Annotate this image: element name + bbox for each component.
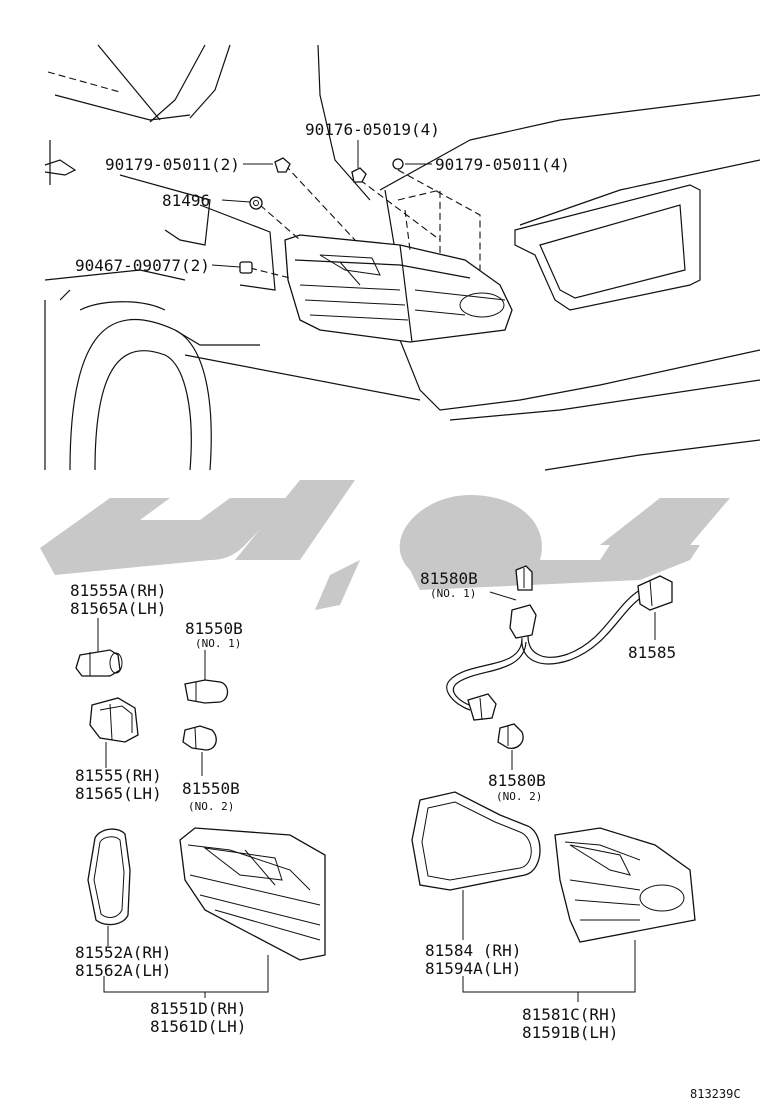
callout-lamp-inner-lh: 81591B(LH) bbox=[522, 1023, 618, 1042]
gasket-b-icon bbox=[411, 791, 541, 891]
callout-clip-81496: 81496 bbox=[162, 191, 210, 210]
callout-socket-a-lh: 81565A(LH) bbox=[70, 599, 166, 618]
nut-right-icon bbox=[392, 158, 404, 170]
callout-socket-a-rh: 81555A(RH) bbox=[70, 581, 166, 600]
tail-lamp-installed bbox=[284, 234, 513, 343]
callout-bulb-no2: 81550B bbox=[182, 779, 240, 798]
callout-lamp-outer-rh: 81551D(RH) bbox=[150, 999, 246, 1018]
nut-upper-icon bbox=[351, 167, 367, 183]
callout-wire-bulb-no2: 81580B bbox=[488, 771, 546, 790]
bulb-no2-icon bbox=[182, 725, 217, 751]
nut-left-icon bbox=[274, 157, 291, 173]
lamp-outer-icon bbox=[179, 827, 326, 961]
callout-wire-bulb-no1-note: (NO. 1) bbox=[430, 587, 476, 600]
clip-81496-icon bbox=[249, 196, 263, 210]
callout-nut-left: 90179-05011(2) bbox=[105, 155, 240, 174]
wire-harness-icon bbox=[446, 575, 673, 721]
callout-gasket-a-lh: 81562A(LH) bbox=[75, 961, 171, 980]
callout-gasket-b-lh: 81594A(LH) bbox=[425, 959, 521, 978]
callout-bulb-no2-note: (NO. 2) bbox=[188, 800, 234, 813]
leader-lines-top bbox=[249, 164, 481, 279]
watermark-logo bbox=[40, 480, 730, 610]
socket-a-icon bbox=[75, 649, 123, 677]
callout-clip-lower: 90467-09077(2) bbox=[75, 256, 210, 275]
callout-wire-bulb-no1: 81580B bbox=[420, 569, 478, 588]
wire-bulb-no1-icon bbox=[515, 565, 533, 591]
callout-wire-bulb-no2-note: (NO. 2) bbox=[496, 790, 542, 803]
callout-wire-harness: 81585 bbox=[628, 643, 676, 662]
callout-lamp-outer-lh: 81561D(LH) bbox=[150, 1017, 246, 1036]
callout-nut-upper: 90176-05019(4) bbox=[305, 120, 440, 139]
callout-gasket-a-rh: 81552A(RH) bbox=[75, 943, 171, 962]
callout-nut-right: 90179-05011(4) bbox=[435, 155, 570, 174]
callout-socket-lh: 81565(LH) bbox=[75, 784, 162, 803]
lamp-inner-icon bbox=[554, 827, 696, 943]
callout-socket-rh: 81555(RH) bbox=[75, 766, 162, 785]
callout-gasket-b-rh: 81584 (RH) bbox=[425, 941, 521, 960]
callout-bulb-no1: 81550B bbox=[185, 619, 243, 638]
socket-icon bbox=[89, 697, 139, 743]
clip-lower-icon bbox=[239, 261, 253, 274]
bulb-no1-icon bbox=[184, 679, 229, 704]
gasket-a-icon bbox=[87, 828, 131, 926]
figure-reference-number: 813239C bbox=[690, 1087, 741, 1101]
vehicle-rear-body bbox=[44, 44, 760, 471]
callout-lamp-inner-rh: 81581C(RH) bbox=[522, 1005, 618, 1024]
wire-bulb-no2-icon bbox=[497, 723, 524, 749]
callout-bulb-no1-note: (NO. 1) bbox=[195, 637, 241, 650]
